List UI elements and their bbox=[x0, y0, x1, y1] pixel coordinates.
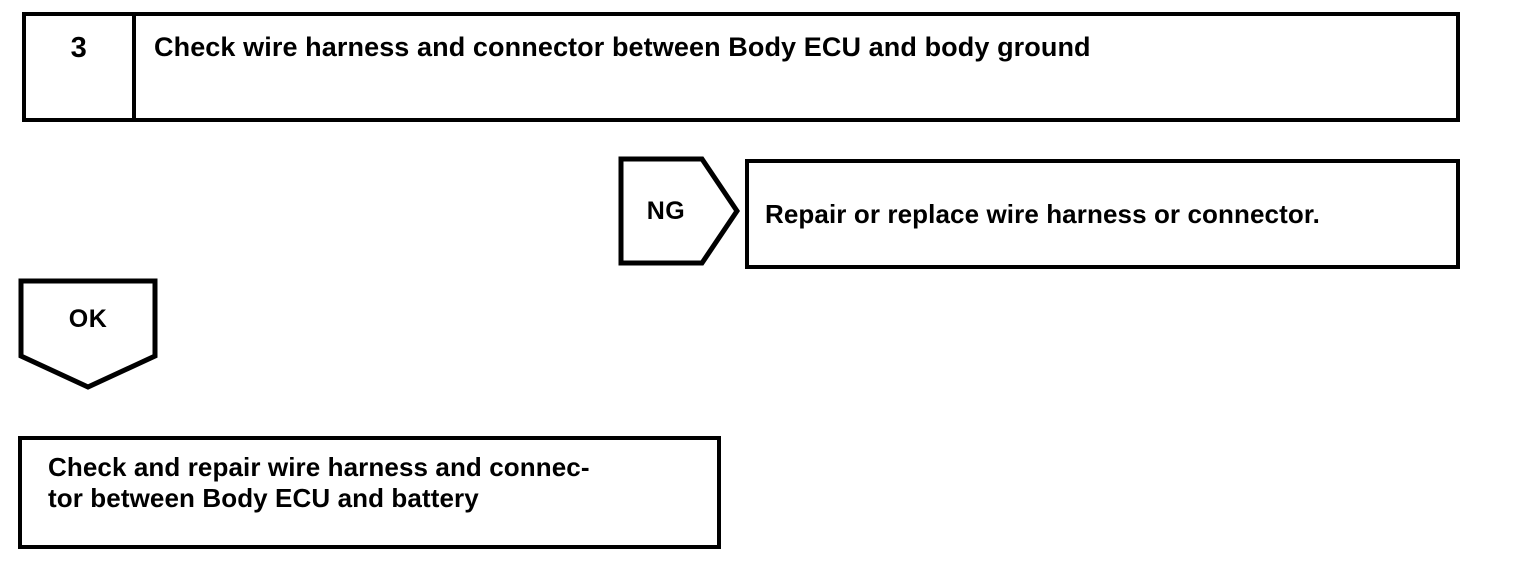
step-title-cell: Check wire harness and connector between… bbox=[136, 16, 1456, 118]
ok-arrow-shape: OK bbox=[18, 278, 158, 390]
ng-pentagon-icon bbox=[618, 156, 740, 266]
ng-branch-label: NG bbox=[646, 196, 686, 225]
ok-result-text-line-1: Check and repair wire harness and connec… bbox=[48, 452, 590, 482]
step-header-box: 3 Check wire harness and connector betwe… bbox=[22, 12, 1460, 122]
step-number: 3 bbox=[70, 32, 88, 64]
ng-result-box: Repair or replace wire harness or connec… bbox=[745, 159, 1460, 269]
step-title: Check wire harness and connector between… bbox=[154, 32, 1091, 62]
ng-result-text: Repair or replace wire harness or connec… bbox=[765, 198, 1320, 229]
ok-branch-label: OK bbox=[68, 304, 108, 333]
ng-arrow-shape: NG bbox=[618, 156, 740, 266]
ok-pentagon-icon bbox=[18, 278, 158, 390]
step-number-cell: 3 bbox=[26, 16, 136, 118]
ok-result-box: Check and repair wire harness and connec… bbox=[18, 436, 721, 549]
ok-result-text-line-2: tor between Body ECU and battery bbox=[48, 482, 479, 513]
